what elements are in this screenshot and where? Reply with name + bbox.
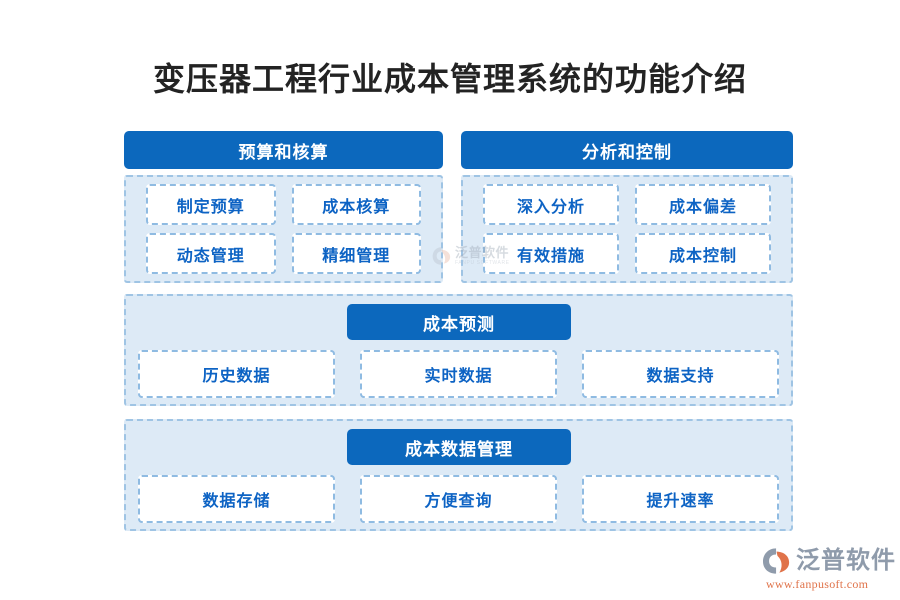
fanpu-logo-mark-icon xyxy=(763,548,790,574)
chip-budget-3[interactable]: 精细管理 xyxy=(291,233,421,274)
panel-budget-items: 制定预算 成本核算 动态管理 精细管理 xyxy=(124,175,443,283)
chip-budget-0[interactable]: 制定预算 xyxy=(146,184,276,225)
panel-forecast-header: 成本预测 xyxy=(347,304,571,340)
panel-data-management-items: 数据存储 方便查询 提升速率 xyxy=(124,475,793,523)
panel-budget-header: 预算和核算 xyxy=(124,131,443,169)
brand-logo-cn: 泛普软件 xyxy=(796,547,896,574)
brand-logo: 泛普软件 www.fanpusoft.com xyxy=(762,546,896,592)
panel-analysis-header: 分析和控制 xyxy=(461,131,793,169)
panel-analysis-items: 深入分析 成本偏差 有效措施 成本控制 xyxy=(461,175,793,283)
page-title: 变压器工程行业成本管理系统的功能介绍 xyxy=(152,61,747,97)
panel-forecast: 成本预测 历史数据 实时数据 数据支持 xyxy=(124,294,793,406)
panel-data-management: 成本数据管理 数据存储 方便查询 提升速率 xyxy=(124,419,793,531)
chip-data-management-0[interactable]: 数据存储 xyxy=(138,475,335,523)
chip-budget-1[interactable]: 成本核算 xyxy=(291,184,421,225)
brand-logo-top: 泛普软件 xyxy=(762,546,896,576)
chip-analysis-2[interactable]: 有效措施 xyxy=(483,233,619,274)
chip-analysis-0[interactable]: 深入分析 xyxy=(483,184,619,225)
chip-forecast-2[interactable]: 数据支持 xyxy=(582,350,779,398)
chip-forecast-0[interactable]: 历史数据 xyxy=(138,350,335,398)
chip-analysis-3[interactable]: 成本控制 xyxy=(635,233,771,274)
panel-budget: 预算和核算 制定预算 成本核算 动态管理 精细管理 xyxy=(124,131,443,283)
panel-data-management-header: 成本数据管理 xyxy=(347,429,571,465)
chip-budget-2[interactable]: 动态管理 xyxy=(146,233,276,274)
chip-forecast-1[interactable]: 实时数据 xyxy=(360,350,557,398)
chip-analysis-1[interactable]: 成本偏差 xyxy=(635,184,771,225)
panel-forecast-items: 历史数据 实时数据 数据支持 xyxy=(124,350,793,398)
brand-logo-url: www.fanpusoft.com xyxy=(766,577,869,591)
panel-analysis: 分析和控制 深入分析 成本偏差 有效措施 成本控制 xyxy=(461,131,793,283)
chip-data-management-1[interactable]: 方便查询 xyxy=(360,475,557,523)
chip-data-management-2[interactable]: 提升速率 xyxy=(582,475,779,523)
